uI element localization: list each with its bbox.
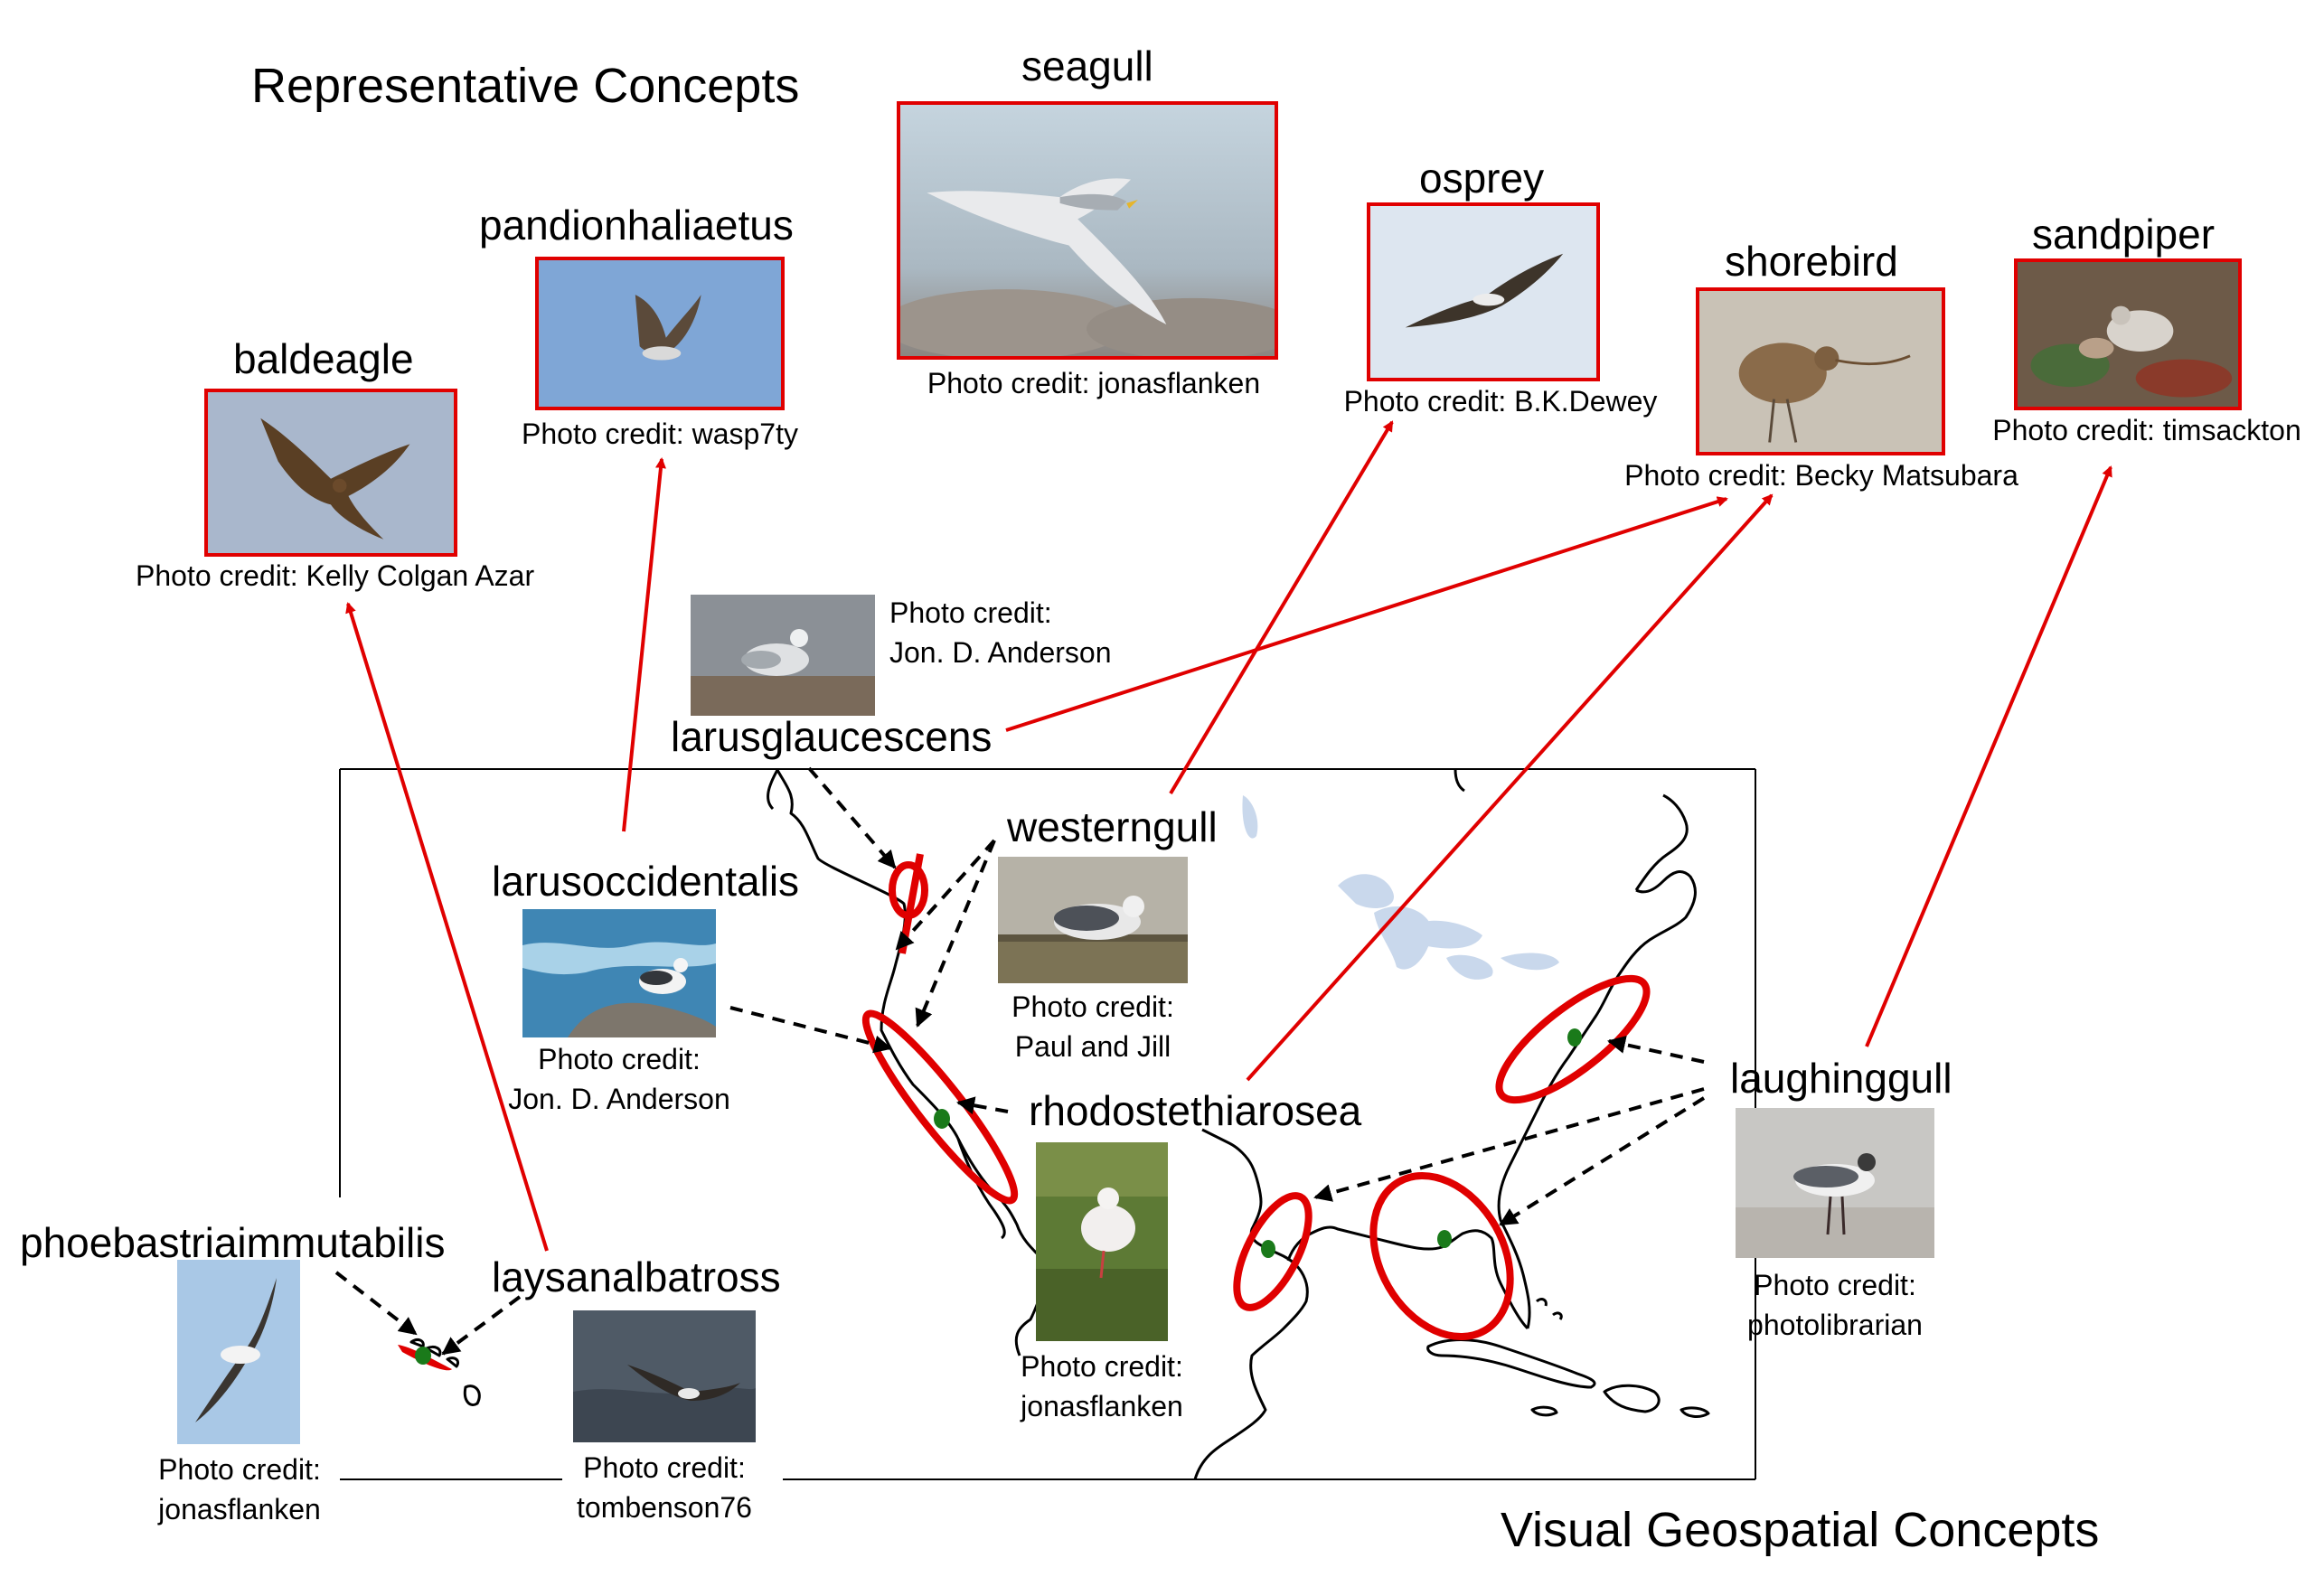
baldeagle-label: baldeagle (233, 335, 414, 382)
pandionhaliaetus-label: pandionhaliaetus (479, 202, 794, 249)
pandionhaliaetus-credit: Photo credit: wasp7ty (522, 418, 798, 450)
laysanalbatross-label: laysanalbatross (492, 1253, 781, 1300)
laughinggull-credit-line2: photolibrarian (1747, 1309, 1923, 1341)
westerngull-credit-line1: Photo credit: (1011, 990, 1174, 1023)
arrow-westerngull-1 (895, 839, 996, 951)
arrow-to-baldeagle (345, 602, 549, 1252)
larusglaucescens-photo (691, 595, 875, 716)
arrow-phoebastria (334, 1271, 418, 1336)
arrow-to-pandionhaliaetus (622, 457, 666, 832)
sandpiper-credit: Photo credit: timsackton (1992, 414, 2301, 446)
baldeagle-photo (204, 389, 457, 557)
larusoccidentalis-label: larusoccidentalis (492, 858, 800, 905)
phoebastriaimmutabilis-photo (177, 1260, 300, 1444)
bird-photo (177, 1260, 300, 1444)
laysanalbatross-credit-line1: Photo credit: (583, 1451, 746, 1484)
shorebird-label: shorebird (1725, 238, 1898, 285)
osprey-photo (1367, 202, 1600, 381)
seagull-label: seagull (1021, 42, 1153, 89)
westerngull-credit-line2: Paul and Jill (1014, 1030, 1171, 1063)
seagull-photo (897, 101, 1278, 360)
bird-photo (998, 857, 1188, 983)
arrow-laughinggull-2 (1313, 1087, 1705, 1202)
laysanalbatross-credit-line2: tombenson76 (577, 1491, 752, 1524)
bird-photo (1699, 291, 1942, 452)
seagull-credit: Photo credit: jonasflanken (927, 367, 1261, 399)
laughinggull-photo (1736, 1108, 1934, 1258)
larusoccidentalis-credit-line1: Photo credit: (538, 1043, 701, 1075)
bird-photo (573, 1310, 756, 1442)
arrow-to-sandpiper (1865, 465, 2112, 1047)
visual-geospatial-concepts-heading: Visual Geospatial Concepts (1501, 1503, 2100, 1557)
location-dot (1261, 1240, 1275, 1258)
bird-photo (208, 392, 454, 553)
phoebastriaimmutabilis-credit-line2: jonasflanken (158, 1493, 321, 1525)
rhodostethiarosea-credit-line1: Photo credit: (1021, 1350, 1183, 1383)
sandpiper-photo (2014, 258, 2242, 410)
arrow-to-osprey (1169, 420, 1394, 795)
arrow-to-shorebird-1 (1005, 496, 1728, 732)
map-frame (339, 768, 1756, 1480)
laughinggull-label: laughinggull (1730, 1055, 1952, 1102)
larusglaucescens-credit-line1: Photo credit: (889, 596, 1052, 629)
rhodostethiarosea-photo (1036, 1142, 1168, 1341)
great-lakes (1242, 795, 1559, 980)
arrow-laughinggull-1 (1607, 1036, 1705, 1064)
arrow-laysanalbatross (441, 1295, 522, 1356)
phoebastriaimmutabilis-credit-line1: Photo credit: (158, 1453, 321, 1486)
bird-photo (1736, 1108, 1934, 1258)
larusoccidentalis-photo (522, 909, 716, 1037)
osprey-credit: Photo credit: B.K.Dewey (1343, 385, 1658, 418)
location-dot (934, 1109, 950, 1129)
larusglaucescens-label: larusglaucescens (671, 713, 993, 760)
range-ellipses (861, 853, 1651, 1341)
pandionhaliaetus-photo (535, 257, 785, 410)
westerngull-photo (998, 857, 1188, 983)
bird-photo (691, 595, 875, 716)
location-dot (1567, 1028, 1582, 1047)
bird-photo (900, 105, 1275, 356)
dashed-arrows (334, 766, 1706, 1356)
representative-concepts-heading: Representative Concepts (251, 59, 800, 113)
arrow-larusoccidentalis (729, 1006, 892, 1054)
shorebird-credit: Photo credit: Becky Matsubara (1624, 459, 2018, 492)
shorebird-photo (1696, 287, 1945, 455)
rhodostethiarosea-label: rhodostethiarosea (1029, 1087, 1362, 1134)
arrow-laughinggull-3 (1499, 1096, 1706, 1226)
laysanalbatross-photo (573, 1310, 756, 1442)
arrow-larusglaucescens (807, 766, 897, 869)
osprey-label: osprey (1419, 155, 1545, 202)
red-arrows (345, 420, 2112, 1252)
laughinggull-credit-line1: Photo credit: (1754, 1269, 1916, 1301)
arrow-rhodostethiarosea (956, 1096, 1009, 1115)
rhodostethiarosea-credit-line2: jonasflanken (1021, 1390, 1183, 1422)
phoebastriaimmutabilis-label: phoebastriaimmutabilis (20, 1219, 446, 1266)
westerngull-label: westerngull (1007, 803, 1218, 850)
location-dot (1437, 1230, 1452, 1248)
bird-photo (1036, 1142, 1168, 1341)
bird-photo (522, 909, 716, 1037)
location-dots (415, 1028, 1582, 1365)
location-dot (415, 1347, 431, 1365)
arrow-to-shorebird-2 (1246, 493, 1774, 1082)
sandpiper-label: sandpiper (2032, 211, 2216, 258)
larusglaucescens-credit-line2: Jon. D. Anderson (889, 636, 1112, 669)
bird-photo (2018, 262, 2238, 407)
baldeagle-credit: Photo credit: Kelly Colgan Azar (136, 559, 535, 592)
bird-photo (539, 260, 781, 407)
bird-photo (1370, 206, 1596, 378)
larusoccidentalis-credit-line2: Jon. D. Anderson (508, 1083, 730, 1115)
arrow-westerngull-2 (915, 840, 996, 1028)
